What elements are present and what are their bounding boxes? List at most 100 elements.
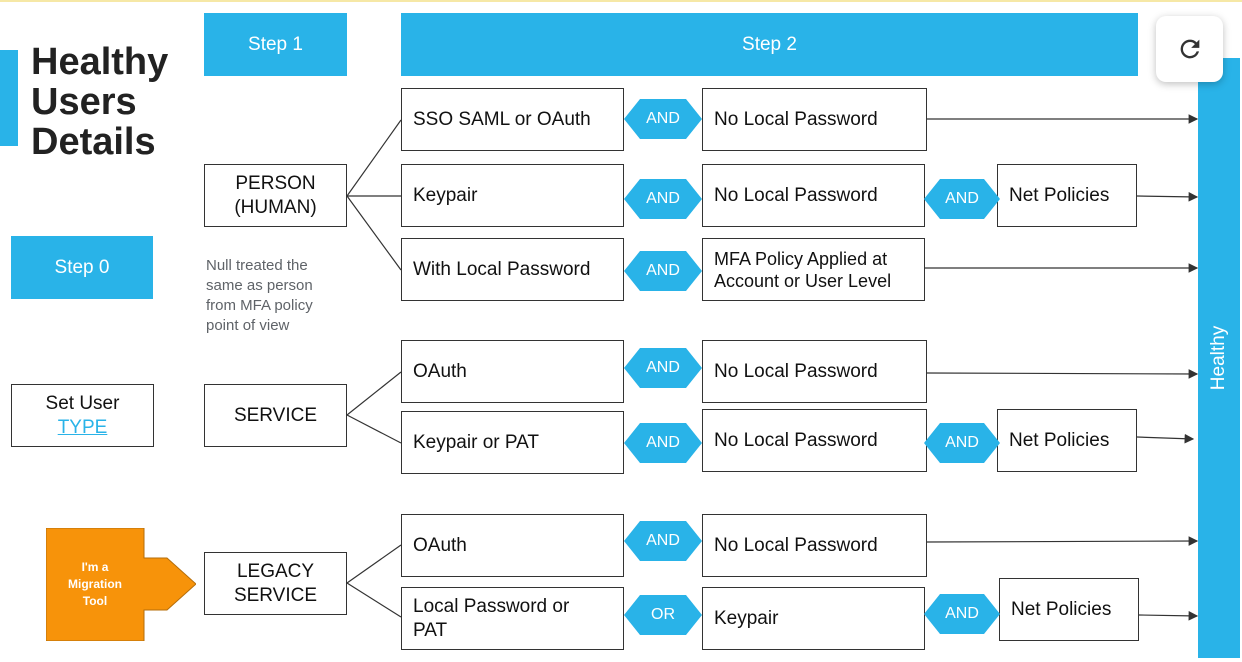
condition-box: No Local Password	[702, 164, 925, 227]
condition-box: No Local Password	[702, 340, 927, 403]
service-label: SERVICE	[233, 404, 318, 426]
condition-box: No Local Password	[702, 409, 927, 472]
and-diamond: AND	[924, 423, 1000, 463]
diamond-shape-icon	[624, 423, 702, 463]
and-diamond: AND	[624, 521, 702, 561]
page-title: Healthy Users Details	[31, 42, 168, 162]
and-diamond: AND	[624, 99, 702, 139]
net-policies-box: Net Policies	[997, 409, 1137, 472]
legacy-sublabel: SERVICE	[233, 584, 318, 606]
legacy-service-type-box: LEGACY SERVICE	[204, 552, 347, 615]
person-type-box: PERSON (HUMAN)	[204, 164, 347, 227]
method-box: Keypair	[401, 164, 624, 227]
operator-label: AND	[945, 434, 979, 451]
condition-label: No Local Password	[714, 534, 878, 556]
condition-label: No Local Password	[714, 360, 878, 382]
step2-label: Step 2	[742, 33, 797, 55]
healthy-label: Healthy	[1208, 325, 1229, 391]
diamond-shape-icon	[624, 521, 702, 561]
set-user-type-box: Set User TYPE	[11, 384, 154, 447]
migration-tool-label: I'm a Migration Tool	[46, 528, 144, 641]
method-label: Keypair	[413, 184, 478, 206]
diamond-shape-icon	[624, 179, 702, 219]
title-line: Healthy	[31, 41, 169, 83]
refresh-icon	[1180, 39, 1199, 59]
mig-line: Migration	[68, 577, 122, 591]
title-line: Details	[31, 121, 156, 163]
operator-label: AND	[646, 532, 680, 549]
condition-box: Keypair	[702, 587, 925, 650]
mfa-policy-box: MFA Policy Applied at Account or User Le…	[702, 238, 925, 301]
mfa-policy-label: Account or User Level	[714, 270, 892, 291]
diamond-shape-icon	[624, 99, 702, 139]
diamond-shape-icon	[624, 251, 702, 291]
operator-label: OR	[651, 606, 675, 623]
method-box: OAuth	[401, 514, 624, 577]
healthy-bar: Healthy	[1198, 58, 1240, 658]
method-label: SSO SAML or OAuth	[413, 108, 591, 130]
method-label: Keypair or PAT	[413, 431, 540, 453]
net-policies-box: Net Policies	[997, 164, 1137, 227]
diamond-shape-icon	[624, 595, 702, 635]
diamond-shape-icon	[924, 594, 1000, 634]
diamond-shape-icon	[924, 179, 1000, 219]
service-type-box: SERVICE	[204, 384, 347, 447]
method-label: OAuth	[413, 534, 467, 556]
diamond-shape-icon	[924, 423, 1000, 463]
top-rule	[0, 0, 1242, 2]
condition-label: No Local Password	[714, 429, 878, 451]
method-box: With Local Password	[401, 238, 624, 301]
mig-line: I'm a	[81, 560, 109, 574]
method-label: Local Password or	[413, 595, 570, 617]
step2-bar: Step 2	[401, 13, 1138, 76]
and-diamond: AND	[624, 423, 702, 463]
net-policies-label: Net Policies	[1011, 598, 1112, 620]
step0-label: Step 0	[54, 256, 110, 278]
operator-label: AND	[945, 605, 979, 622]
and-diamond: AND	[924, 594, 1000, 634]
title-accent-bar	[0, 50, 18, 146]
method-label: With Local Password	[413, 258, 591, 280]
operator-label: AND	[945, 190, 979, 207]
person-label: PERSON	[235, 172, 316, 194]
condition-label: Keypair	[714, 607, 779, 629]
net-policies-label: Net Policies	[1009, 429, 1110, 451]
operator-label: AND	[646, 359, 680, 376]
method-label: OAuth	[413, 360, 467, 382]
condition-label: No Local Password	[714, 184, 878, 206]
or-diamond: OR	[624, 595, 702, 635]
step1-label: Step 1	[248, 33, 303, 55]
null-note: Null treated the same as person from MFA…	[206, 257, 313, 334]
condition-box: No Local Password	[702, 514, 927, 577]
type-link[interactable]: TYPE	[57, 416, 108, 438]
title-line: Users	[31, 81, 137, 123]
method-box: Keypair or PAT	[401, 411, 624, 474]
method-box: Local Password or PAT	[401, 587, 624, 650]
refresh-button[interactable]	[1156, 16, 1223, 82]
step1-bar: Step 1	[204, 13, 347, 76]
set-user-label: Set User	[45, 392, 120, 414]
legacy-label: LEGACY	[236, 560, 315, 582]
operator-label: AND	[646, 190, 680, 207]
and-diamond: AND	[624, 179, 702, 219]
and-diamond: AND	[624, 348, 702, 388]
mfa-policy-label: MFA Policy Applied at	[714, 248, 888, 269]
condition-label: No Local Password	[714, 108, 878, 130]
net-policies-label: Net Policies	[1009, 184, 1110, 206]
method-label: PAT	[413, 619, 448, 641]
migration-tool-arrow: I'm a Migration Tool	[45, 527, 197, 642]
operator-label: AND	[646, 262, 680, 279]
method-box: OAuth	[401, 340, 624, 403]
mig-line: Tool	[82, 594, 108, 608]
net-policies-box: Net Policies	[999, 578, 1139, 641]
operator-label: AND	[646, 434, 680, 451]
and-diamond: AND	[624, 251, 702, 291]
method-box: SSO SAML or OAuth	[401, 88, 624, 151]
step0-bar: Step 0	[11, 236, 153, 299]
and-diamond: AND	[924, 179, 1000, 219]
operator-label: AND	[646, 110, 680, 127]
diamond-shape-icon	[624, 348, 702, 388]
person-sublabel: (HUMAN)	[234, 196, 317, 218]
condition-box: No Local Password	[702, 88, 927, 151]
